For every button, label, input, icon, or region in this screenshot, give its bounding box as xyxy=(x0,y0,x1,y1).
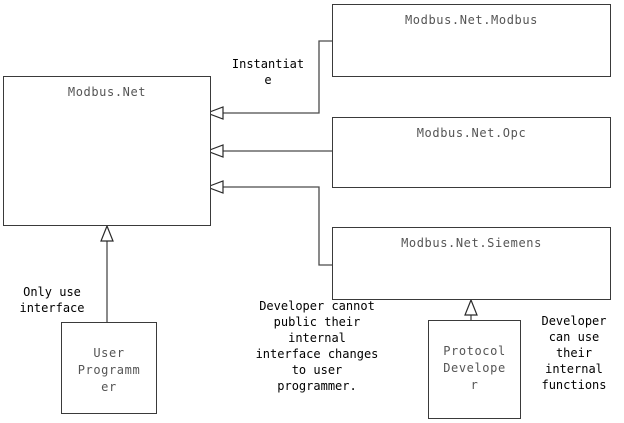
hollow-triangle-arrow-icon xyxy=(464,298,478,316)
note-developer-cannot: Developer cannot public their internal i… xyxy=(255,299,379,393)
class-box-label: Modbus.Net.Siemens xyxy=(401,236,542,250)
class-box-label: Modbus.Net.Opc xyxy=(416,126,527,140)
class-box-modbus-net[interactable]: Modbus.Net xyxy=(3,76,211,226)
connector-user-to-core xyxy=(100,224,114,322)
class-box-modbus-net-opc[interactable]: Modbus.Net.Opc xyxy=(332,117,611,188)
hollow-triangle-arrow-icon xyxy=(205,144,224,158)
class-box-user-programmer[interactable]: User Programm er xyxy=(61,322,157,414)
class-box-label: Modbus.Net.Modbus xyxy=(404,13,539,27)
hollow-triangle-arrow-icon xyxy=(205,180,224,194)
connector-modbus-to-core xyxy=(205,40,332,120)
note-instantiate: Instantiat e xyxy=(231,57,305,87)
note-developer-can-use: Developer can use their internal functio… xyxy=(541,314,607,392)
hollow-triangle-arrow-icon xyxy=(100,224,114,242)
class-box-modbus-net-modbus[interactable]: Modbus.Net.Modbus xyxy=(332,4,611,77)
class-box-protocol-developer[interactable]: Protocol Develope r xyxy=(428,320,521,419)
class-box-label: Modbus.Net xyxy=(67,85,147,99)
hollow-triangle-arrow-icon xyxy=(205,106,224,120)
class-box-modbus-net-siemens[interactable]: Modbus.Net.Siemens xyxy=(332,227,611,300)
connector-siemens-to-core xyxy=(205,180,332,266)
connector-dev-to-siemens xyxy=(464,298,478,320)
class-box-label: Protocol Develope r xyxy=(443,344,506,392)
note-only-use-interface: Only use interface xyxy=(19,285,85,315)
connector-opc-to-core xyxy=(205,144,332,158)
class-box-label: User Programm er xyxy=(77,346,141,394)
